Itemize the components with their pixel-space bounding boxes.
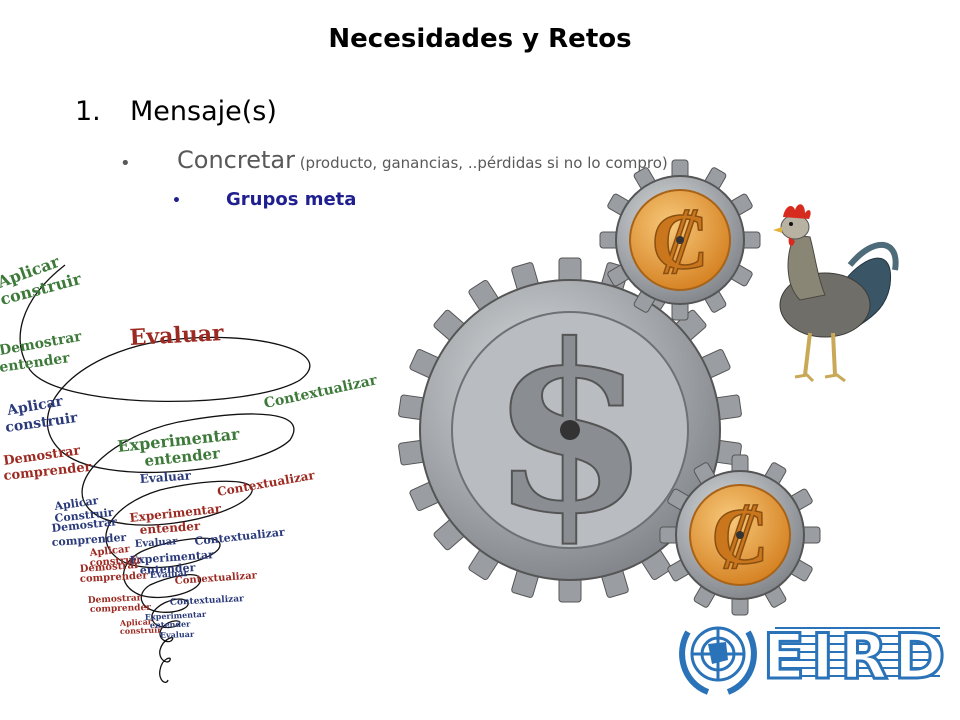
spiral-word: Aplicar xyxy=(119,616,153,628)
spiral-word: Experimentar xyxy=(145,609,207,622)
list-text: Mensaje(s) xyxy=(130,96,277,127)
spiral-word: comprender xyxy=(90,603,152,615)
spiral-word: Contextualizar xyxy=(194,526,286,548)
spiral-word: Aplicar xyxy=(53,494,100,513)
eird-logo-text: EIRD xyxy=(763,620,952,693)
spiral-word: Contextualizar xyxy=(263,372,380,412)
learning-spiral-image: AplicarconstruirEvaluarDemostrarentender… xyxy=(0,252,379,684)
bullet-icon: • xyxy=(172,193,181,209)
spiral-word: Evaluar xyxy=(139,468,192,486)
rooster-image xyxy=(773,204,899,383)
colon-gear-bottom-icon: ₡ xyxy=(659,454,821,616)
spiral-word: Evaluar xyxy=(150,569,189,581)
colon-gear-top-icon: ₡ xyxy=(599,159,761,321)
spiral-word: comprender xyxy=(80,570,149,585)
spiral-word: Demostrar xyxy=(88,593,142,606)
spiral-word: Construir xyxy=(54,506,114,525)
spiral-word: construir xyxy=(120,625,163,636)
spiral-word: Experimentar xyxy=(129,548,214,567)
spiral-word: construir xyxy=(89,554,142,569)
spiral-word: Contextualizar xyxy=(216,468,316,499)
dollar-gear-icon: $ xyxy=(398,257,742,603)
spiral-word: entender xyxy=(150,619,192,630)
slide-title: Necesidades y Retos xyxy=(328,24,632,54)
spiral-word: entender xyxy=(139,561,195,577)
spiral-word: Evaluar xyxy=(134,536,178,550)
spiral-word: comprender xyxy=(51,531,127,549)
currency-gears-image: $ ₡ ₡ xyxy=(398,159,821,616)
list-item-mensajes: 1. Mensaje(s) xyxy=(75,96,277,127)
eird-logo: EIRD xyxy=(761,619,947,695)
un-emblem-logo xyxy=(679,626,757,695)
concretar-detail: (producto, ganancias, ..pérdidas si no l… xyxy=(294,154,668,172)
spiral-word: Demostrar xyxy=(79,560,140,575)
spiral-word: Aplicar xyxy=(88,544,131,559)
list-item-grupos-meta: • Grupos meta xyxy=(172,189,356,210)
spiral-word: entender xyxy=(139,519,201,537)
spiral-word: Evaluar xyxy=(129,320,225,351)
list-item-concretar: • Concretar (producto, ganancias, ..pérdi… xyxy=(120,146,668,174)
grupos-meta-text: Grupos meta xyxy=(226,189,357,210)
concretar-text: Concretar xyxy=(177,146,295,174)
spiral-word: Evaluar xyxy=(160,629,195,640)
list-number: 1. xyxy=(75,96,101,127)
bullet-icon: • xyxy=(120,153,131,174)
spiral-word: Contextualizar xyxy=(170,594,245,608)
